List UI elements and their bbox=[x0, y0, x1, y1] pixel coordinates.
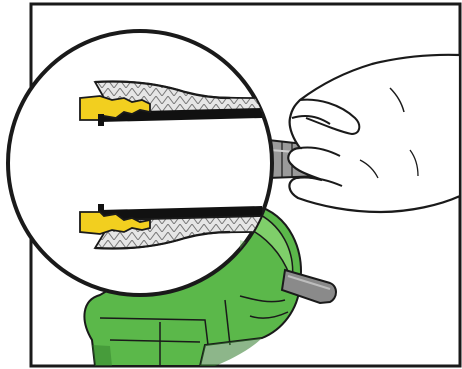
magnifier-lens bbox=[8, 31, 272, 295]
magnified-cross-section bbox=[8, 31, 272, 300]
